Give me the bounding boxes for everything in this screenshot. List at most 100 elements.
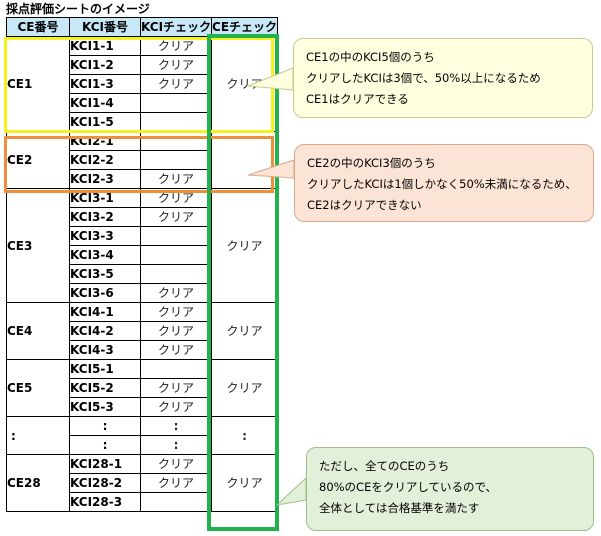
kci-check-cell (139, 131, 213, 151)
kci-number-cell: KCI1-1 (69, 36, 141, 56)
header-ce-number: CE番号 (6, 17, 70, 37)
ce-number-cell: CE3 (6, 188, 70, 303)
kci-number-cell: KCI1-3 (69, 74, 141, 94)
kci-check-cell (139, 226, 213, 246)
kci-check-cell: クリア (139, 74, 213, 94)
ce-number-cell: CE2 (6, 131, 70, 189)
kci-number-cell: KCI28-2 (69, 473, 141, 493)
ce-check-cell: クリア (211, 302, 279, 360)
kci-number-cell: : (69, 435, 141, 455)
ce-number-cell: CE1 (6, 36, 70, 132)
kci-number-cell: KCI28-1 (69, 454, 141, 474)
kci-check-cell: クリア (139, 207, 213, 227)
table-row: :::: (6, 416, 279, 455)
kci-check-cell (139, 359, 213, 379)
table-row: KCI1-4 (7, 93, 278, 113)
note-ce2-explanation: CE2の中のKCI3個のうち クリアしたKCIは1個しかなく50%未満になるため… (294, 144, 594, 222)
note-line: CE1の中のKCI5個のうち (306, 50, 435, 64)
kci-check-cell: クリア (139, 473, 213, 493)
kci-number-cell: KCI5-1 (69, 359, 141, 379)
kci-check-cell: クリア (139, 454, 213, 474)
kci-number-cell: KCI3-2 (69, 207, 141, 227)
kci-check-cell (139, 245, 213, 265)
header-kci-number: KCI番号 (69, 17, 141, 37)
kci-check-cell (139, 150, 213, 170)
note-overall-result: ただし、全てのCEのうち 80%のCEをクリアしているので、 全体としては合格基… (306, 447, 594, 531)
ce-check-cell: クリア (211, 454, 279, 512)
note-line: 80%のCEをクリアしているので、 (319, 480, 498, 494)
note-line: クリアしたKCIは3個で、50%以上になるため (306, 71, 541, 85)
note-line: ただし、全てのCEのうち (319, 459, 450, 473)
kci-check-cell: クリア (139, 188, 213, 208)
table-row: KCI28-3 (7, 492, 278, 512)
ce-number-cell: CE28 (6, 454, 70, 512)
note-line: 全体としては合格基準を満たす (319, 501, 480, 515)
kci-number-cell: KCI4-2 (69, 321, 141, 341)
kci-check-cell: クリア (139, 36, 213, 56)
kci-number-cell: KCI3-5 (69, 264, 141, 284)
kci-check-cell: クリア (139, 321, 213, 341)
kci-number-cell: KCI2-3 (69, 169, 141, 189)
kci-number-cell: KCI1-5 (69, 112, 141, 132)
kci-number-cell: KCI1-2 (69, 55, 141, 75)
table-row: KCI3-5 (7, 264, 278, 284)
kci-check-cell: クリア (139, 378, 213, 398)
ce-number-cell: CE5 (6, 359, 70, 417)
kci-number-cell: KCI3-1 (69, 188, 141, 208)
note3-pointer (275, 476, 307, 506)
ce-check-cell: クリア (211, 188, 279, 303)
table-row: KCI2-2 (7, 150, 278, 170)
kci-check-cell: : (139, 435, 213, 455)
kci-check-cell (139, 492, 213, 512)
sheet-title: 採点評価シートのイメージ (6, 2, 150, 16)
ce-number-cell: : (6, 416, 70, 455)
ce-check-cell: : (211, 416, 279, 455)
note-line: クリアしたKCIは1個しかなく50%未満になるため、 (307, 177, 577, 191)
ce-check-cell (211, 131, 279, 189)
kci-check-cell: クリア (139, 340, 213, 360)
kci-number-cell: KCI3-3 (69, 226, 141, 246)
kci-number-cell: KCI28-3 (69, 492, 141, 512)
kci-number-cell: KCI4-1 (69, 302, 141, 322)
kci-number-cell: KCI4-3 (69, 340, 141, 360)
note-line: CE2はクリアできない (307, 198, 422, 212)
table-row: KCI3-4 (7, 245, 278, 265)
kci-check-cell: クリア (139, 169, 213, 189)
kci-check-cell: クリア (139, 397, 213, 417)
kci-number-cell: KCI2-1 (69, 131, 141, 151)
header-row: CE番号 KCI番号 KCIチェック CEチェック (6, 17, 279, 37)
kci-check-cell (139, 264, 213, 284)
note-line: CE1はクリアできる (306, 92, 409, 106)
table-row: KCI1-5 (7, 112, 278, 132)
kci-number-cell: : (69, 416, 141, 436)
kci-number-cell: KCI5-3 (69, 397, 141, 417)
ce-number-cell: CE4 (6, 302, 70, 360)
kci-check-cell: クリア (139, 283, 213, 303)
kci-check-cell (139, 112, 213, 132)
kci-check-cell: : (139, 416, 213, 436)
kci-number-cell: KCI3-4 (69, 245, 141, 265)
kci-number-cell: KCI3-6 (69, 283, 141, 303)
kci-number-cell: KCI2-2 (69, 150, 141, 170)
header-kci-check: KCIチェック (139, 17, 213, 37)
table-row: :: (7, 435, 278, 455)
kci-number-cell: KCI5-2 (69, 378, 141, 398)
note-ce1-explanation: CE1の中のKCI5個のうち クリアしたKCIは3個で、50%以上になるため C… (293, 38, 593, 118)
header-ce-check: CEチェック (211, 17, 279, 37)
ce-check-cell: クリア (211, 359, 279, 417)
ce-check-cell: クリア (211, 36, 279, 132)
kci-check-cell (139, 93, 213, 113)
kci-number-cell: KCI1-4 (69, 93, 141, 113)
